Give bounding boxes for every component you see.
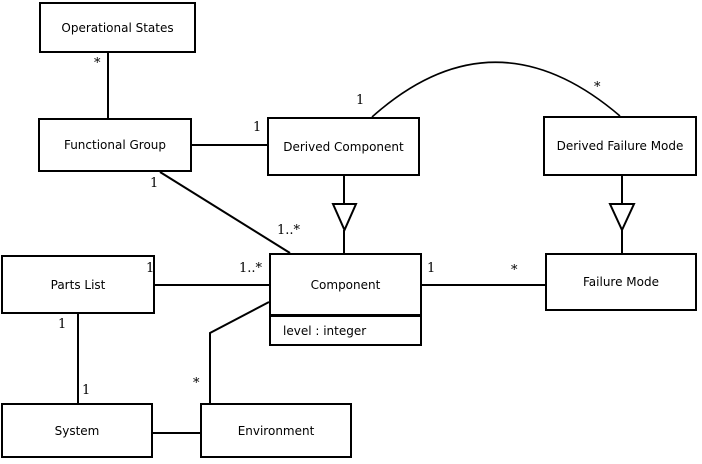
multiplicity-component-right-end: 1 (427, 261, 436, 276)
multiplicity-opstates-end: * (94, 56, 101, 71)
class-label-system: System (54, 423, 100, 438)
gen-dfm-fm-arrow (608, 203, 636, 233)
class-box-component: Component level : integer (269, 253, 422, 346)
class-box-failure-mode: Failure Mode (545, 253, 697, 311)
multiplicity-component-diagonal-end: 1..* (277, 223, 301, 238)
multiplicity-dfm-curve-end: * (594, 80, 601, 95)
class-box-operational-states: Operational States (39, 2, 196, 53)
gen-dc-component-arrow (331, 203, 358, 233)
attribute-compartment: level : integer (271, 314, 420, 344)
multiplicity-partslist-bottom-end: 1 (58, 317, 67, 332)
class-label-component: Component (310, 277, 381, 292)
multiplicity-environment-top-end: * (193, 376, 200, 391)
class-box-derived-component: Derived Component (267, 117, 420, 176)
class-label-derived-failure-mode: Derived Failure Mode (556, 139, 684, 153)
multiplicity-partslist-right-end: 1 (146, 261, 155, 276)
class-box-system: System (1, 403, 153, 458)
class-box-functional-group: Functional Group (38, 118, 192, 172)
class-label-functional-group: Functional Group (63, 138, 167, 152)
class-label-operational-states: Operational States (61, 20, 174, 35)
multiplicity-dc-assoc-end: 1 (253, 120, 262, 135)
attribute-level: level : integer (283, 323, 367, 338)
multiplicity-fg-diagonal-end: 1 (150, 176, 159, 191)
multiplicity-component-parts-end: 1..* (239, 261, 263, 276)
assoc-dc-dfm-curve (371, 61, 621, 118)
class-label-environment: Environment (237, 423, 315, 438)
assoc-component-environment (209, 301, 270, 403)
class-box-derived-failure-mode: Derived Failure Mode (543, 116, 697, 176)
class-label-failure-mode: Failure Mode (583, 275, 659, 289)
class-label-parts-list: Parts List (50, 277, 106, 292)
assoc-fg-component (159, 171, 291, 254)
multiplicity-system-top-end: 1 (82, 383, 91, 398)
class-label-derived-component: Derived Component (283, 139, 404, 154)
class-box-parts-list: Parts List (1, 255, 155, 314)
class-box-environment: Environment (200, 403, 352, 458)
multiplicity-dc-curve-end: 1 (356, 93, 365, 108)
multiplicity-failuremode-left-end: * (511, 263, 518, 278)
